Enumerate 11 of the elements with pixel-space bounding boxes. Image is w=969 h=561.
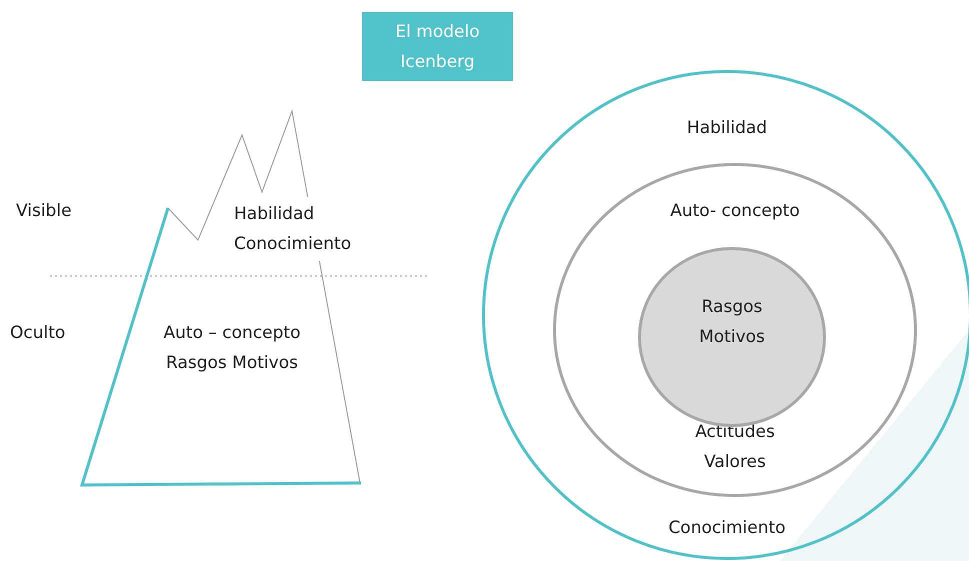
node-text: Habilidad bbox=[686, 117, 768, 140]
node-text: Auto – concepto Rasgos Motivos bbox=[162, 322, 302, 375]
zone-label: Visible bbox=[16, 200, 72, 223]
circle-ring bbox=[482, 70, 969, 560]
node-text: Conocimiento bbox=[667, 517, 787, 540]
zone-label: Oculto bbox=[10, 322, 66, 345]
node-text: Rasgos Motivos bbox=[698, 296, 766, 349]
node-text: Auto- concepto bbox=[669, 200, 801, 223]
circle-ring bbox=[553, 163, 917, 497]
node-text: Actitudes Valores bbox=[694, 421, 776, 474]
title-banner: El modelo Icenberg bbox=[362, 12, 513, 81]
